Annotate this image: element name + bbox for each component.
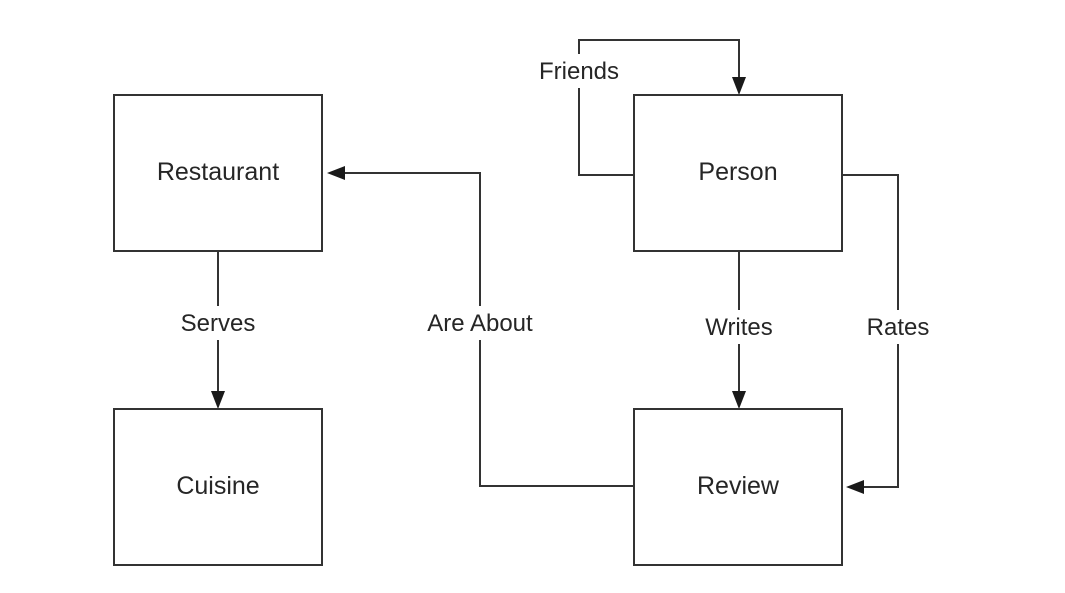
node-person-box [633,94,843,252]
node-cuisine-label: Cuisine [176,472,259,500]
node-review-box [633,408,843,566]
edge-writes-label-bg [693,310,785,344]
edge-are-about-label: Are About [427,310,533,337]
edge-friends-arrow [732,77,746,95]
edge-serves-arrow [211,391,225,409]
edge-rates-arrow [846,480,864,494]
node-restaurant-box [113,94,323,252]
edge-serves-label-bg [170,306,266,340]
edge-are-about-label-bg [414,306,546,340]
node-review-label: Review [697,472,780,500]
node-person: Person [633,94,843,252]
edge-writes-label: Writes [705,314,773,341]
edge-rates-label: Rates [867,314,930,341]
node-person-label: Person [698,158,777,186]
edge-serves-label: Serves [181,310,256,337]
node-restaurant-label: Restaurant [157,158,279,186]
node-cuisine-box [113,408,323,566]
node-restaurant: Restaurant [113,94,323,252]
edge-friends-label: Friends [539,58,619,85]
edge-rates-label-bg [856,310,940,344]
node-review: Review [633,408,843,566]
edge-friends-line [578,39,740,176]
edge-writes-arrow [732,391,746,409]
edge-are-about-arrow [327,166,345,180]
node-cuisine: Cuisine [113,408,323,566]
edge-friends-label-bg [527,54,631,88]
